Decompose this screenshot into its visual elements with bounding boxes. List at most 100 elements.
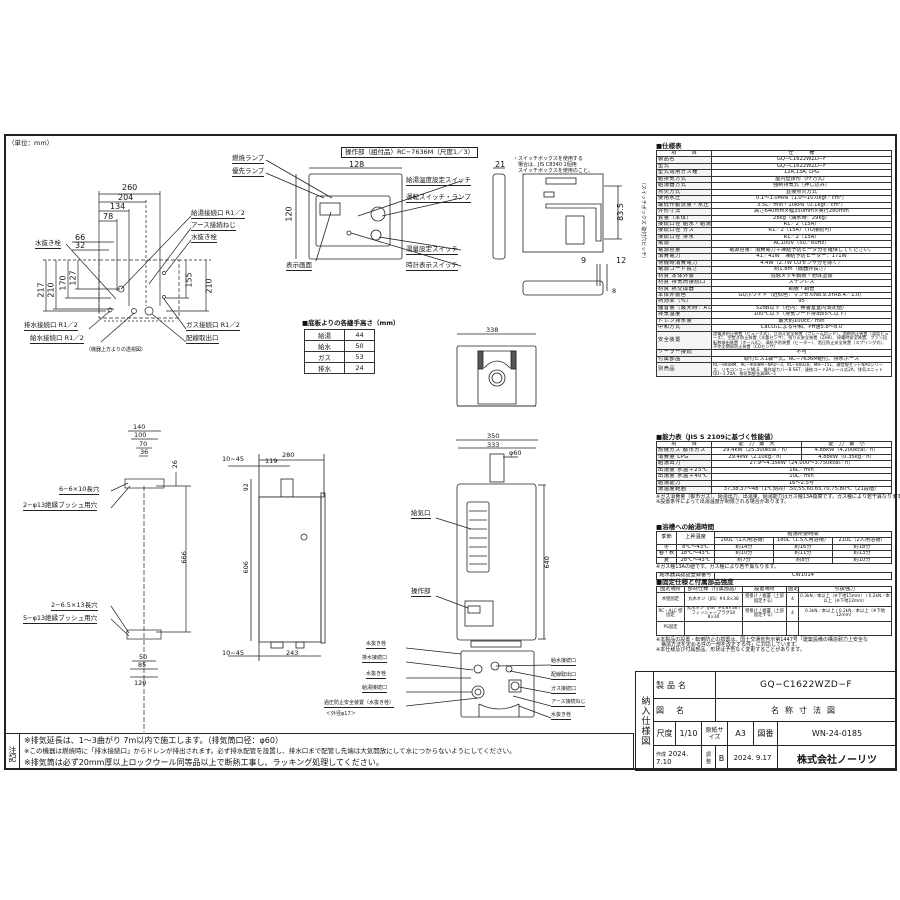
label-earth-screw: アース接続ねじ bbox=[191, 221, 236, 231]
spec-value: 95 bbox=[711, 298, 892, 306]
number-value: WN-24-0185 bbox=[777, 721, 897, 746]
top-view-caption: （機器上方よりの透視図） bbox=[86, 347, 146, 353]
unit-label: （単位：mm） bbox=[8, 139, 54, 147]
spec-title: ■仕様表 bbox=[656, 142, 682, 150]
label-bushing-2: 2−φ13絶縁ブッシュ用穴 bbox=[23, 501, 98, 511]
label-bottom-hot-outlet: 給湯接続口 bbox=[362, 685, 388, 693]
bath-fill-table: 季節上昇温度給湯所要時間 160L（1人用浴槽）180L（1.5人用浴槽）210… bbox=[656, 530, 892, 565]
capacity-value: 10L／min bbox=[711, 473, 892, 481]
spec-value: GQホワイト（近似色：マンセルNo.9.3YR8.4／1.0） bbox=[711, 291, 892, 300]
dim-10-45-bottom: 10~45 bbox=[222, 649, 244, 657]
dim-9: 9 bbox=[581, 256, 587, 265]
side-label: 納入仕様図 bbox=[635, 671, 654, 771]
title-block: 納入仕様図 製品名 GQ−C1622WZD−F 図名 名称寸法図 尺度 1/10… bbox=[635, 671, 897, 771]
label-drain-plug-left: 水抜き栓 bbox=[35, 239, 61, 249]
spec-value: 過電流防止装置（ヒューズ式）、立消え安全装置（フレームロッド）、過熱防止装置（温… bbox=[711, 330, 892, 351]
mounting-cell bbox=[786, 620, 799, 636]
drawing-label: 図名 bbox=[652, 698, 717, 722]
label-slot-6-5x13: 2−6.5×13長穴 bbox=[51, 601, 98, 611]
spec-value: GQ−C1622WZD−F bbox=[711, 156, 892, 164]
label-drain-plug-right: 水抜き栓 bbox=[191, 233, 217, 243]
label-control: 操作部 bbox=[411, 587, 431, 597]
remote-title: 操作部（組付品）RC−7636M（尺度1／3） bbox=[341, 147, 479, 158]
capacity-key: 湯温度範囲 bbox=[656, 486, 712, 494]
dim-243: 243 bbox=[286, 649, 299, 657]
spec-row: 電源容量電源容量：消費電力＋凍結予防ヒータ分を確保してください。 bbox=[656, 246, 892, 255]
spec-value: 52dB以下（社内：無響室室内測定値） bbox=[711, 304, 892, 313]
spec-row: 点火方式直接点火方式 bbox=[656, 188, 892, 197]
mounting-cell: 0.3kN／本以上（※下地15mm） / 0.2kN／本以上（※下地12mm） bbox=[798, 592, 892, 608]
bracket-lines bbox=[110, 430, 191, 732]
bath-fill-cell: 約18分 bbox=[832, 543, 892, 552]
spec-value: 3.5L／min・10kPa（0.1kgf／cm²） bbox=[711, 201, 892, 210]
dim-12: 12 bbox=[616, 256, 627, 265]
spec-key: 別売品 bbox=[656, 362, 712, 378]
spec-key: 材質 排気筒接続口 bbox=[656, 279, 712, 287]
spec-value: 約1.8m（機器外長さ） bbox=[711, 266, 892, 274]
front-view-lines bbox=[405, 333, 552, 719]
side-view-lines bbox=[228, 454, 326, 661]
label-temp-switch: 給湯温度設定スイッチ bbox=[406, 176, 471, 186]
dim-280: 280 bbox=[282, 451, 295, 459]
capacity-key: 出湯量 水温＋25℃ bbox=[656, 466, 712, 475]
remote-width: 128 bbox=[349, 160, 365, 169]
revision-letter: B bbox=[715, 745, 729, 771]
label-bottom-water-inlet: 給水接続口 bbox=[551, 658, 577, 666]
bath-fill-cell: 約13分 bbox=[832, 550, 892, 558]
created-cell: 作成 2024. 7.10 bbox=[653, 745, 702, 771]
number-label: 図番 bbox=[753, 721, 779, 746]
label-gas-inlet: ガス接続口 R1／2 bbox=[186, 321, 240, 331]
spec-value: 取付ビス1袋一式、RC−7636M組付、排水ホース bbox=[711, 355, 892, 364]
spec-row: ドレン排水量最大約100cc／min bbox=[656, 317, 892, 326]
label-display: 表示画面 bbox=[286, 261, 312, 271]
mounting-cell: 4 bbox=[786, 592, 799, 608]
mounting-cell bbox=[742, 620, 787, 636]
spec-row: 材質 本体外装溶融メッキ鋼板・粉体塗装 bbox=[656, 272, 892, 281]
spec-key: 接続口径 給水・給湯 bbox=[656, 220, 712, 229]
mounting-section: ■固定仕様と付属部品強度 固定場所部材仕様（付属部品）設置場所固定本数引抜強力 … bbox=[656, 576, 894, 653]
capacity-value: 16L／min bbox=[711, 466, 892, 475]
dim-36: 36 bbox=[140, 448, 149, 456]
remote-depth: 21 bbox=[495, 160, 506, 169]
spec-key: 騒音量（最大時：Aレンジ） bbox=[656, 304, 712, 313]
bath-fill-cell: 8℃〜43℃ bbox=[676, 543, 715, 552]
dim-70: 70 bbox=[139, 440, 148, 448]
mounting-title: ■固定仕様と付属部品強度 bbox=[656, 578, 734, 586]
mounting-cell: 木壁固定 bbox=[656, 592, 685, 608]
spec-value: ステンレス bbox=[711, 279, 892, 287]
dim-100: 100 bbox=[134, 431, 147, 439]
bath-fill-note: ※ガス種13Aの値です。ガス種により若干異なります。 bbox=[656, 564, 779, 571]
dim-134: 134 bbox=[110, 202, 126, 211]
spec-value: RC−9008M、RC−9008M−NAU−3、RC−8002B、MH−151、… bbox=[711, 362, 892, 378]
label-bottom-earth-screw: アース接続ねじ bbox=[551, 699, 586, 707]
label-wiring-outlet: 配線取出口 bbox=[186, 334, 219, 344]
mounting-cell bbox=[684, 620, 743, 636]
mounting-cell: 壁掛け / 据置（上部固定する） bbox=[742, 606, 787, 622]
mounting-cell: 4 bbox=[786, 606, 799, 622]
spec-row: 付属部品取付ビス1袋一式、RC−7636M組付、排水ホース bbox=[656, 355, 892, 364]
mounting-cell: 壁掛け / 据置（上部固定する） bbox=[742, 592, 787, 608]
spec-value: 41／41W 凍結予防ヒーター：171W bbox=[711, 253, 892, 261]
capacity-value: 27.9〜4.35kW（24,000〜3,750kcal／h） bbox=[711, 460, 892, 468]
spec-value: GQ−C1622WZD−F bbox=[711, 162, 892, 171]
spec-row: 給排気方式屋内壁掛形（FF方式） bbox=[656, 175, 892, 184]
dim-phi60: φ60 bbox=[509, 449, 522, 457]
dim-10-45-top: 10~45 bbox=[222, 455, 244, 463]
label-bottom-drain-plug-2: 水抜き栓 bbox=[366, 671, 387, 679]
bath-fill-cell: 28℃〜43℃ bbox=[676, 556, 715, 565]
mounting-cell: 0.3kN／本以上 / 0.2kN／本以上（※下地12mm） bbox=[798, 606, 892, 622]
bath-fill-cell: 約8分 bbox=[773, 556, 833, 565]
paper-label: 原紙サイズ bbox=[700, 721, 729, 746]
label-bottom-drain-outlet: 排水接続口 bbox=[362, 655, 388, 663]
spec-row: 電源コード長さ約1.8m（機器外長さ） bbox=[656, 266, 892, 274]
mounting-row: RC・ALC 壁固定丸木ネジ（JIS）#4.8×38 / フィッシャープラグSX… bbox=[656, 606, 892, 622]
